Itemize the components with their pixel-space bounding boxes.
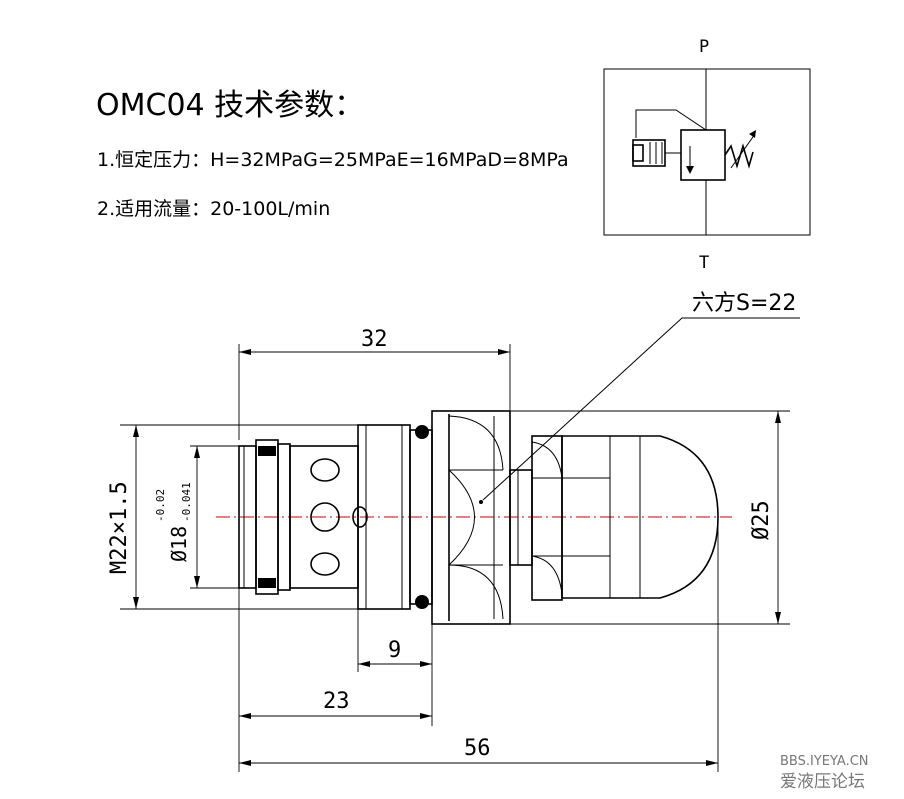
dim-bore-tol-lower: -0.041 — [180, 482, 193, 522]
hex-size-note: 六方S=22 — [692, 291, 796, 316]
spec-flow: 2.适用流量：20-100L/min — [97, 198, 330, 220]
watermark-name: 爱液压论坛 — [780, 772, 865, 792]
symbol-frame — [603, 68, 811, 236]
spec-title: OMC04 技术参数： — [96, 88, 364, 123]
dim-23: 23 — [323, 689, 350, 714]
dim-thread: M22×1.5 — [107, 481, 132, 574]
hydraulic-symbol: P T — [603, 37, 811, 273]
dim-top-length: 32 — [361, 327, 388, 352]
dim-9: 9 — [388, 638, 401, 663]
port-t-label: T — [699, 253, 709, 273]
dim-bore-tol-upper: -0.02 — [154, 489, 167, 522]
dim-right-diameter: Ø25 — [749, 500, 774, 540]
valve-cartridge — [238, 410, 719, 625]
dim-bore: Ø18 — [167, 526, 191, 562]
port-p-label: P — [699, 37, 709, 57]
spec-pressure: 1.恒定压力：H=32MPaG=25MPaE=16MPaD=8MPa — [97, 149, 569, 171]
valve-square — [680, 129, 726, 181]
dim-56: 56 — [464, 736, 491, 761]
watermark-site: BBS.IYEYA.CN — [780, 754, 869, 769]
